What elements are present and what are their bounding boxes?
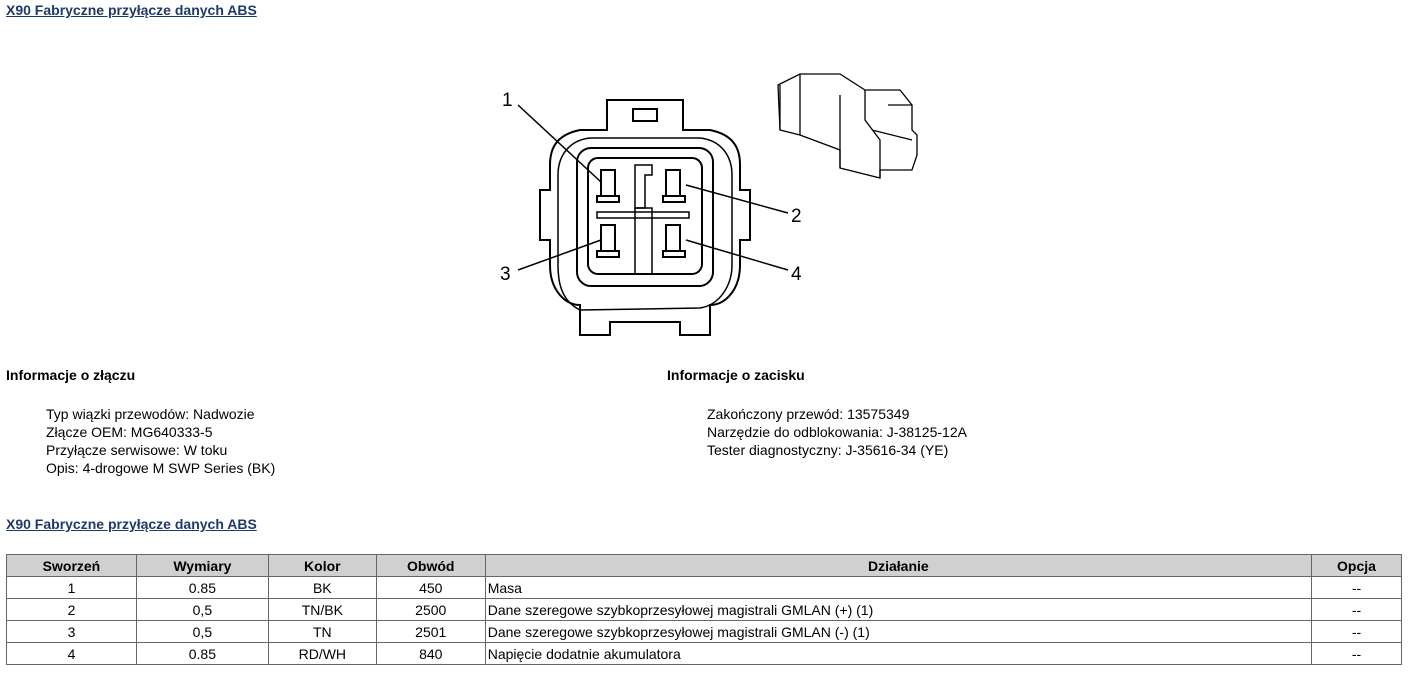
diagnostic-tester: Tester diagnostyczny: J-35616-34 (YE): [707, 442, 949, 458]
table-header-row: Sworzeń Wymiary Kolor Obwód Działanie Op…: [6, 554, 1402, 577]
oem-connector: Złącze OEM: MG640333-5: [46, 424, 213, 440]
cell-pin: 4: [6, 642, 137, 665]
terminal-info-heading: Informacje o zacisku: [667, 367, 805, 383]
cell-circuit: 2500: [375, 598, 486, 621]
cell-pin: 2: [6, 598, 137, 621]
cell-pin: 1: [6, 576, 137, 599]
pinout-table: Sworzeń Wymiary Kolor Obwód Działanie Op…: [6, 554, 1402, 665]
cell-pin: 3: [6, 620, 137, 643]
cell-circuit: 450: [375, 576, 486, 599]
header-circuit: Obwód: [375, 554, 486, 577]
pin-label-4: 4: [791, 264, 802, 285]
terminal-info-list: Zakończony przewód: 13575349 Narzędzie d…: [707, 405, 967, 459]
cell-color: TN/BK: [267, 598, 377, 621]
cell-size: 0,5: [135, 598, 269, 621]
pin-label-1: 1: [502, 90, 513, 111]
page-title-link[interactable]: X90 Fabryczne przyłącze danych ABS: [6, 2, 257, 18]
terminated-lead: Zakończony przewód: 13575349: [707, 406, 910, 422]
connector-diagram: 1 2 3 4: [500, 73, 918, 336]
harness-type: Typ wiązki przewodów: Nadwozie: [46, 406, 255, 422]
cell-function: Dane szeregowe szybkoprzesyłowej magistr…: [484, 620, 1313, 643]
header-size: Wymiary: [135, 554, 269, 577]
header-color: Kolor: [267, 554, 377, 577]
cell-size: 0.85: [135, 576, 269, 599]
pin-label-2: 2: [791, 206, 802, 227]
cell-circuit: 2501: [375, 620, 486, 643]
connector-info-heading: Informacje o złączu: [6, 367, 136, 383]
header-pin: Sworzeń: [6, 554, 137, 577]
description: Opis: 4-drogowe M SWP Series (BK): [46, 460, 276, 476]
cell-color: RD/WH: [267, 642, 377, 665]
table-title-link[interactable]: X90 Fabryczne przyłącze danych ABS: [6, 516, 257, 532]
connector-info-list: Typ wiązki przewodów: Nadwozie Złącze OE…: [46, 405, 275, 477]
cell-function: Dane szeregowe szybkoprzesyłowej magistr…: [484, 598, 1313, 621]
header-function: Działanie: [484, 554, 1313, 577]
pin-label-3: 3: [500, 264, 511, 285]
cell-circuit: 840: [375, 642, 486, 665]
cell-option: --: [1311, 642, 1402, 665]
service-connector: Przyłącze serwisowe: W toku: [46, 442, 228, 458]
cell-option: --: [1311, 598, 1402, 621]
cell-color: TN: [267, 620, 377, 643]
release-tool: Narzędzie do odblokowania: J-38125-12A: [707, 424, 967, 440]
cell-option: --: [1311, 620, 1402, 643]
cell-color: BK: [267, 576, 377, 599]
header-option: Opcja: [1311, 554, 1402, 577]
cell-size: 0.85: [135, 642, 269, 665]
cell-function: Masa: [484, 576, 1313, 599]
cell-function: Napięcie dodatnie akumulatora: [484, 642, 1313, 665]
cell-size: 0,5: [135, 620, 269, 643]
cell-option: --: [1311, 576, 1402, 599]
connector-3d-image: [777, 73, 918, 179]
